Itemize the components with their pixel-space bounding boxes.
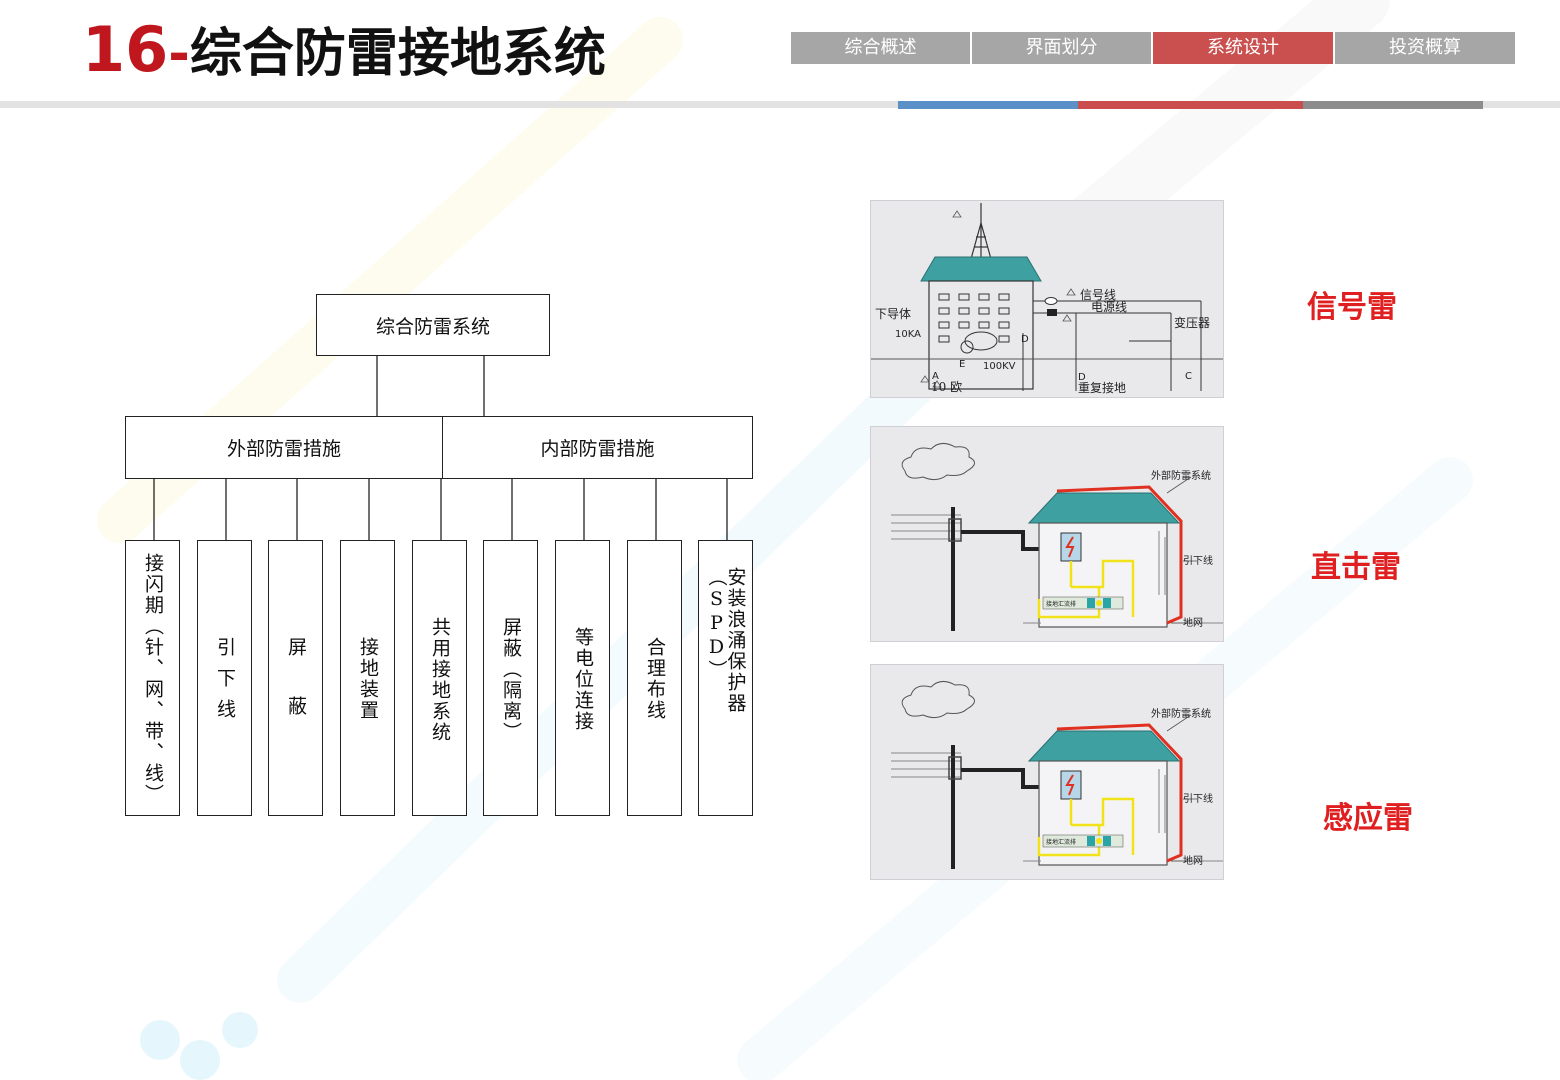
leaf-proper-wiring: 合理布线 <box>627 540 682 816</box>
signal-lightning-diagram: 信号线 电源线 变压器 下导体 10KA E 100KV D A 10 欧 D … <box>870 200 1224 398</box>
direct-lightning-label: 直击雷 <box>1311 550 1401 585</box>
power-line-label: 电源线 <box>1091 300 1127 314</box>
voltage-label: 100KV <box>983 361 1016 372</box>
tab-system-design[interactable]: 系统设计 <box>1153 32 1333 64</box>
page-title: 16-综合防雷接地系统 <box>82 10 606 90</box>
leaf-shielding: 屏蔽 <box>268 540 323 816</box>
current-label: 10KA <box>895 329 921 340</box>
point-e-label: E <box>959 359 965 370</box>
signal-lightning-label: 信号雷 <box>1307 290 1397 325</box>
leaf-air-terminal: 接闪期（针、网、带、线） <box>125 540 180 816</box>
group-internal: 内部防雷措施 <box>442 416 753 479</box>
title-dash: - <box>168 24 190 84</box>
ground-net-label: 地网 <box>1183 616 1203 629</box>
busbar-label: 接地汇流排 <box>1046 600 1076 608</box>
signal-lightning-drawing: 信号线 电源线 变压器 下导体 10KA E 100KV D A 10 欧 D … <box>871 203 1223 395</box>
point-c-label: C <box>1185 371 1192 382</box>
section-number: 16 <box>82 13 169 86</box>
header-rule-blue <box>898 101 1078 109</box>
tab-investment-estimate[interactable]: 投资概算 <box>1335 32 1515 64</box>
direct-lightning-diagram: 外部防雷系统 引下线 地网 接地汇流排 <box>870 426 1224 642</box>
transformer-label: 变压器 <box>1174 315 1210 330</box>
header-rule-red <box>1078 101 1303 109</box>
repeat-ground-label: 重复接地 <box>1078 380 1126 395</box>
header-rule-gray <box>1303 101 1483 109</box>
leaf-common-grounding: 共用接地系统 <box>412 540 467 816</box>
leaf-label: 共用接地系统 <box>429 617 451 743</box>
leaf-label: 合理布线 <box>644 637 666 721</box>
down-lead-label: 引下线 <box>1183 792 1213 805</box>
point-d-upper-label: D <box>1021 334 1029 345</box>
busbar-label: 接地汇流排 <box>1046 838 1076 846</box>
external-system-label: 外部防雷系统 <box>1151 707 1211 720</box>
leaf-down-conductor: 引下线 <box>197 540 252 816</box>
leaf-equipotential-bonding: 等电位连接 <box>555 540 610 816</box>
induced-lightning-diagram: 外部防雷系统 引下线 地网 接地汇流排 <box>870 664 1224 880</box>
tab-interface-division[interactable]: 界面划分 <box>972 32 1151 64</box>
header-rule <box>0 101 1560 108</box>
direct-lightning-drawing: 外部防雷系统 引下线 地网 接地汇流排 <box>891 443 1223 631</box>
signal-line-label: 信号线 <box>1080 288 1116 302</box>
tab-overview[interactable]: 综合概述 <box>791 32 970 64</box>
root-node: 综合防雷系统 <box>316 294 550 356</box>
group-external: 外部防雷措施 <box>125 416 443 479</box>
leaf-isolation-shielding: 屏蔽（隔离） <box>483 540 538 816</box>
leaf-label: 屏蔽 <box>285 637 307 755</box>
point-a-label: A <box>932 371 939 382</box>
induced-lightning-drawing: 外部防雷系统 引下线 地网 接地汇流排 <box>891 681 1223 869</box>
leaf-label: 等电位连接 <box>572 627 594 732</box>
leaf-label: 引下线 <box>214 637 236 730</box>
down-conductor-label: 下导体 <box>875 307 911 321</box>
leaf-label: 接闪期（针、网、带、线） <box>142 553 164 805</box>
leaf-grounding-device: 接地装置 <box>340 540 395 816</box>
leaf-label: 屏蔽（隔离） <box>500 617 522 743</box>
down-lead-label: 引下线 <box>1183 554 1213 567</box>
induced-lightning-label: 感应雷 <box>1323 801 1413 836</box>
leaf-label: 接地装置 <box>357 637 379 721</box>
resistance-label: 10 欧 <box>931 380 962 394</box>
leaf-install-spd: 安装浪涌保护器（SPD） <box>698 540 753 816</box>
point-d-label: D <box>1078 372 1086 383</box>
leaf-label: 安装浪涌保护器（SPD） <box>705 567 747 714</box>
title-text: 综合防雷接地系统 <box>189 24 606 84</box>
external-system-label: 外部防雷系统 <box>1151 469 1211 482</box>
ground-net-label: 地网 <box>1183 854 1203 867</box>
